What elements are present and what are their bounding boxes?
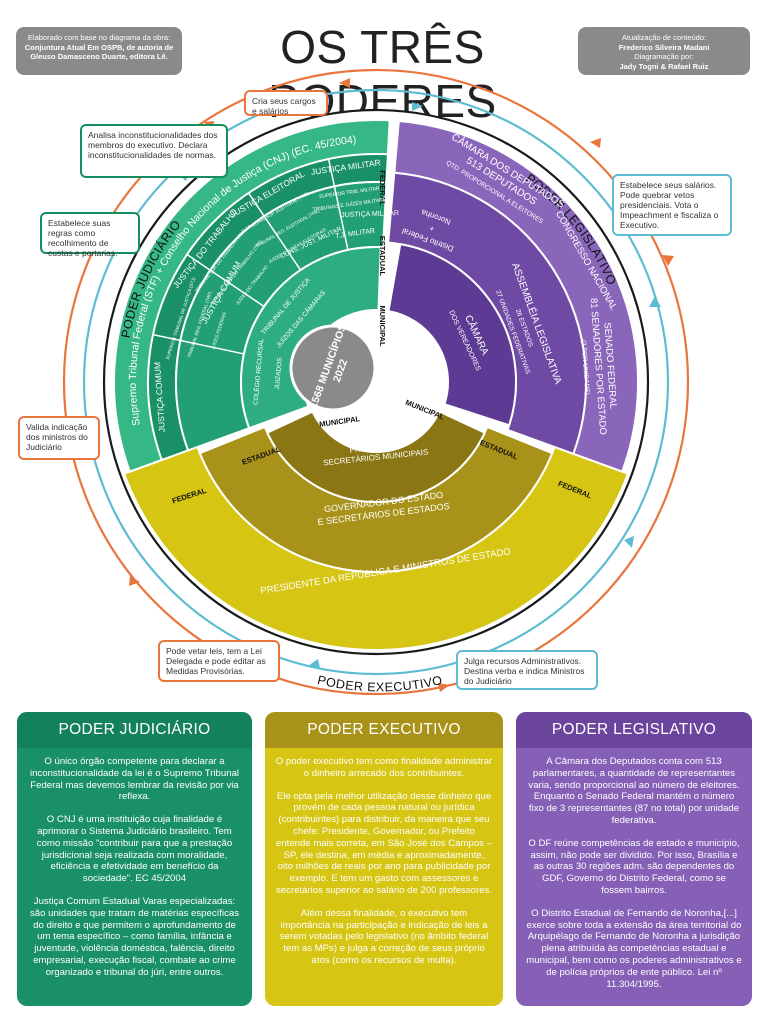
credit-authors-line4: Jady Togni & Rafael Ruiz [619,61,709,71]
panel-legislativo-title: PODER LEGISLATIVO [516,712,752,748]
arrow-icon [129,576,140,586]
jud-juizados: JUIZADOS [274,357,284,390]
orange-cycle-ring [62,68,690,696]
judiciario-divider [186,253,265,308]
leg-tres-por-unidade: (3 POR UNIDADE) [580,340,591,395]
jud-justica-comum-fed: JUSTIÇA COMUM [152,362,167,433]
note-pode-vetar: Pode vetar leis, tem a Lei Delegada e po… [158,640,280,682]
arrow-icon [662,255,674,266]
note-julga: Julga recursos Administrativos. Destina … [456,650,598,690]
three-powers-diagram: 5.568 MUNICÍPIOS 2022 PODER JUDICIÁRIO P… [62,68,690,696]
panel-judiciario-p2: O CNJ é uma instituição cuja finalidade … [36,814,233,885]
panel-legislativo-p3: O Distrito Estadual de Fernando de Noron… [526,907,742,990]
panel-executivo-p2: Ele opta pela melhor utilização desse di… [276,790,492,896]
judiciario-divider [247,192,302,271]
arrow-icon [624,536,634,548]
panel-judiciario-title: PODER JUDICIÁRIO [17,712,252,748]
stf-band [113,119,391,473]
arrow-icon [649,296,661,307]
arrow-icon [438,683,450,692]
note-estabelece-salarios: Estabelece seus salários. Pode quebrar v… [612,174,732,236]
level-estadual-top: ESTADUAL [378,236,387,277]
panel-executivo: PODER EXECUTIVO O poder executivo tem co… [265,712,503,1006]
credit-authors: Atualização de conteúdo: Frederico Silve… [578,27,750,75]
credit-source: Elaborado com base no diagrama da obra: … [16,27,182,75]
level-municipal-top: MUNICIPAL [378,305,387,347]
panel-legislativo-p2: O DF reúne competências de estado e muni… [528,837,740,896]
credit-authors-line3: Diagramação por: [634,52,694,61]
panel-legislativo-p1: A Câmara dos Deputados conta com 513 par… [528,756,740,826]
panel-executivo-title: PODER EXECUTIVO [265,712,503,748]
credit-source-line3: Gleuso Damasceno Duarte, editora Lê. [30,52,168,61]
power-sectors [113,119,639,651]
note-cria-salarios: Cria seus cargos e salários [244,90,328,116]
credit-authors-line2: Frederico Silveira Madani [618,42,710,52]
level-federal-top: FEDERAL [378,170,387,206]
arrow-icon [412,102,423,111]
executivo-municipal-ring [265,410,487,503]
judiciario-divider [152,333,245,355]
blue-cycle-ring [82,88,670,676]
legislativo-municipal-ring [387,242,517,427]
arrow-icon [339,78,350,88]
panel-executivo-p3: Além dessa finalidade, o executivo tem i… [279,907,489,966]
note-analisa: Analisa inconstitucionalidades dos membr… [80,124,228,178]
leg-plus: + [428,223,436,233]
credit-source-line2: Conjuntura Atual Em OSPB, de autoria de [24,42,174,52]
panel-judiciario-p3: Justiça Comum Estadual Varas especializa… [29,895,240,978]
note-estabelece-regras: Estabelece suas regras como recolhimento… [40,212,140,258]
credit-source-line1: Elaborado com base no diagrama da obra: [27,33,171,42]
note-valida: Valida indicação dos ministros do Judici… [18,416,100,460]
panel-executivo-p1: O poder executivo tem como finalidade ad… [275,756,493,779]
panel-judiciario: PODER JUDICIÁRIO O único órgão competent… [17,712,252,1006]
credit-authors-line1: Atualização de conteúdo: [621,33,707,42]
arrow-icon [590,138,601,148]
panel-legislativo: PODER LEGISLATIVO A Câmara dos Deputados… [516,712,752,1006]
judiciario-divider [327,158,349,251]
panel-judiciario-p1: O único órgão competente para declarar a… [29,756,240,803]
arrow-icon [308,659,320,668]
jud-justica-militar-est: JUSTIÇA MILITAR [341,210,399,219]
center-municipios-circle [289,324,377,412]
